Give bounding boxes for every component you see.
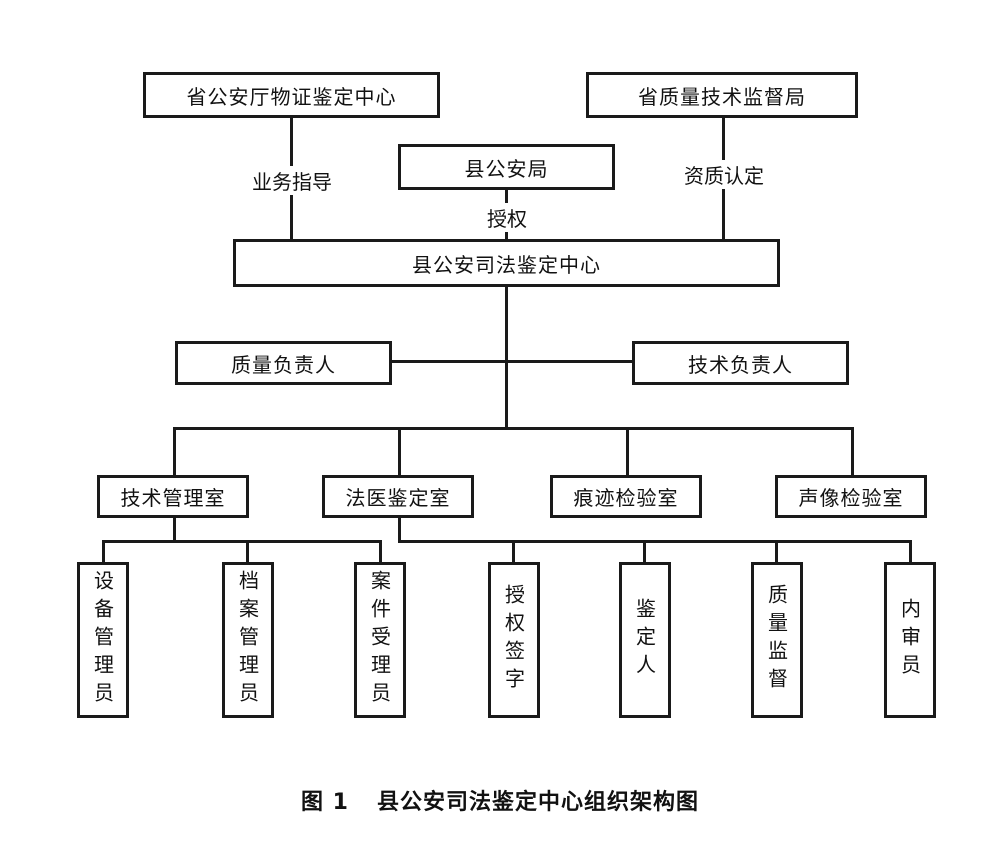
staff-appraiser: 鉴定人 — [619, 562, 671, 718]
room-trace-inspection: 痕迹检验室 — [550, 475, 702, 518]
connector-line — [398, 540, 912, 543]
figure-title: 县公安司法鉴定中心组织架构图 — [376, 790, 699, 815]
figure-number: 图 1 — [301, 790, 349, 815]
authorization-label: 授权 — [476, 203, 538, 232]
connector-line — [643, 540, 646, 564]
connector-line — [173, 516, 176, 540]
connector-line — [626, 427, 629, 477]
room-technical-management: 技术管理室 — [97, 475, 249, 518]
staff-quality-supervisor: 质量监督 — [751, 562, 803, 718]
connector-line — [379, 540, 382, 564]
connector-line — [173, 427, 176, 477]
provincial-forensic-center-box: 省公安厅物证鉴定中心 — [143, 72, 440, 118]
qualification-label: 资质认定 — [668, 160, 780, 189]
connector-line — [390, 360, 634, 363]
staff-case-receptionist: 案件受理员 — [354, 562, 406, 718]
business-guidance-label: 业务指导 — [236, 166, 348, 195]
connector-line — [102, 540, 105, 564]
connector-line — [775, 540, 778, 564]
connector-line — [505, 285, 508, 429]
technical-manager-box: 技术负责人 — [632, 341, 849, 385]
connector-line — [851, 427, 854, 477]
connector-line — [246, 540, 249, 564]
quality-manager-box: 质量负责人 — [175, 341, 392, 385]
connector-line — [398, 516, 401, 543]
staff-authorized-signatory: 授权签字 — [488, 562, 540, 718]
connector-line — [512, 540, 515, 564]
figure-caption: 图 1 县公安司法鉴定中心组织架构图 — [0, 784, 1000, 816]
connector-line — [398, 427, 401, 477]
staff-archive-manager: 档案管理员 — [222, 562, 274, 718]
quality-bureau-box: 省质量技术监督局 — [586, 72, 858, 118]
staff-equipment-manager: 设备管理员 — [77, 562, 129, 718]
county-forensic-center-box: 县公安司法鉴定中心 — [233, 239, 780, 287]
room-forensic-medicine: 法医鉴定室 — [322, 475, 474, 518]
staff-internal-auditor: 内审员 — [884, 562, 936, 718]
room-audio-video-inspection: 声像检验室 — [775, 475, 927, 518]
connector-line — [909, 540, 912, 564]
county-police-box: 县公安局 — [398, 144, 615, 190]
connector-line — [173, 427, 854, 430]
connector-line — [102, 540, 382, 543]
